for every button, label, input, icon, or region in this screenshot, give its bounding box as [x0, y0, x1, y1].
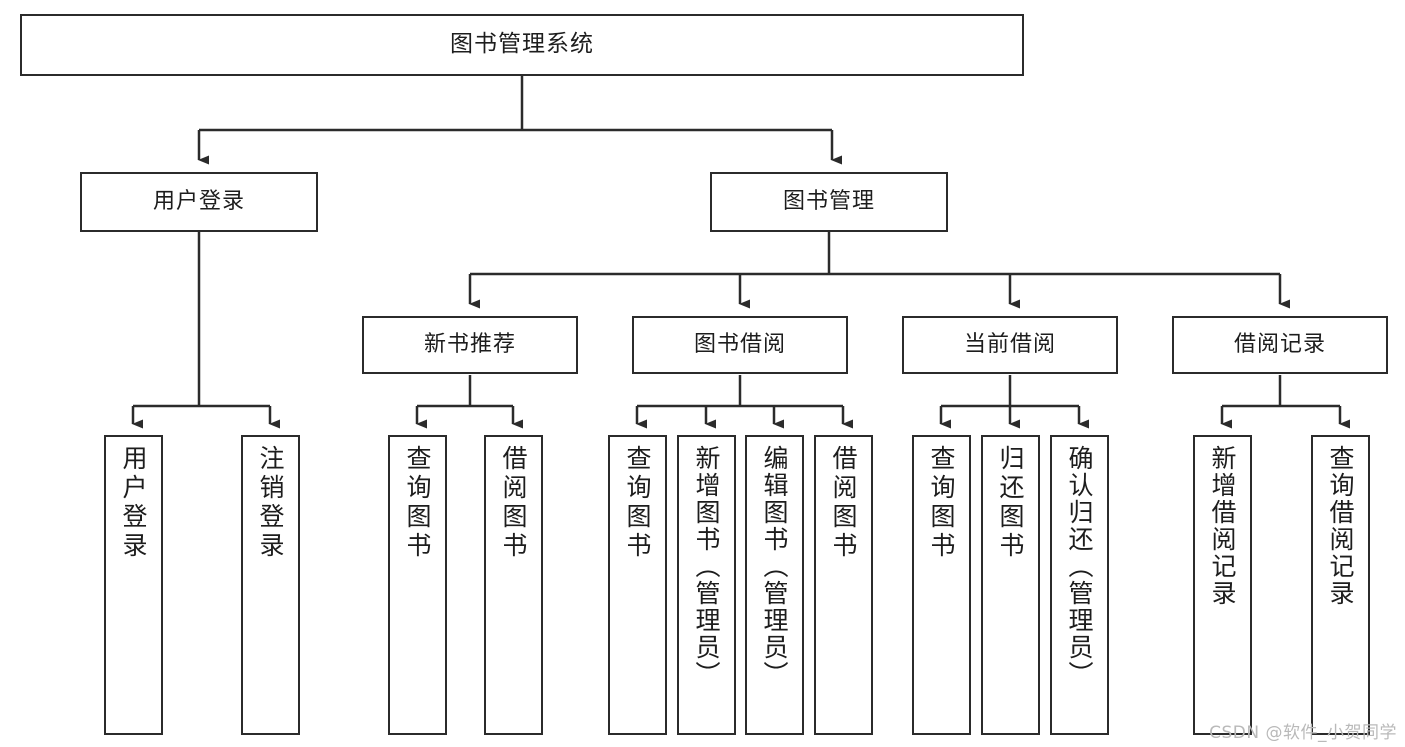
node-label: 查询图书 [927, 445, 956, 561]
leaf-query-book-3[interactable]: 查询图书 [912, 435, 971, 735]
node-label: 用户登录 [119, 445, 148, 561]
node-label: 查询图书 [403, 445, 432, 561]
node-book-borrow[interactable]: 图书借阅 [632, 316, 848, 374]
leaf-edit-book-admin[interactable]: 编辑图书（管理员） [745, 435, 804, 735]
node-borrow-record[interactable]: 借阅记录 [1172, 316, 1388, 374]
leaf-add-borrow-record[interactable]: 新增借阅记录 [1193, 435, 1252, 735]
leaf-logout-login[interactable]: 注销登录 [241, 435, 300, 735]
node-root-system[interactable]: 图书管理系统 [20, 14, 1024, 76]
node-label: 确认归还（管理员） [1065, 445, 1094, 688]
leaf-user-login[interactable]: 用户登录 [104, 435, 163, 735]
node-label: 编辑图书（管理员） [760, 445, 789, 688]
leaf-query-book-2[interactable]: 查询图书 [608, 435, 667, 735]
leaf-borrow-book-2[interactable]: 借阅图书 [814, 435, 873, 735]
node-label: 查询借阅记录 [1326, 445, 1355, 607]
node-label: 新增图书（管理员） [692, 445, 721, 688]
node-label: 图书借阅 [693, 331, 786, 357]
leaf-query-borrow-record[interactable]: 查询借阅记录 [1311, 435, 1370, 735]
node-label: 当前借阅 [963, 331, 1056, 357]
node-label: 借阅图书 [829, 445, 858, 561]
node-book-manage[interactable]: 图书管理 [710, 172, 948, 232]
leaf-add-book-admin[interactable]: 新增图书（管理员） [677, 435, 736, 735]
node-label: 图书管理 [782, 188, 875, 214]
node-label: 借阅图书 [499, 445, 528, 561]
watermark: CSDN @软件_小贺同学 [1209, 723, 1397, 743]
node-label: 注销登录 [256, 445, 285, 561]
node-new-book-recommend[interactable]: 新书推荐 [362, 316, 578, 374]
node-label: 新增借阅记录 [1208, 445, 1237, 607]
node-label: 图书管理系统 [450, 31, 594, 58]
node-user-login[interactable]: 用户登录 [80, 172, 318, 232]
node-label: 用户登录 [152, 188, 245, 214]
leaf-confirm-return-admin[interactable]: 确认归还（管理员） [1050, 435, 1109, 735]
node-label: 查询图书 [623, 445, 652, 561]
leaf-query-book-1[interactable]: 查询图书 [388, 435, 447, 735]
node-label: 新书推荐 [423, 331, 516, 357]
node-current-borrow[interactable]: 当前借阅 [902, 316, 1118, 374]
node-label: 归还图书 [996, 445, 1025, 561]
leaf-borrow-book-1[interactable]: 借阅图书 [484, 435, 543, 735]
node-label: 借阅记录 [1233, 331, 1326, 357]
leaf-return-book[interactable]: 归还图书 [981, 435, 1040, 735]
